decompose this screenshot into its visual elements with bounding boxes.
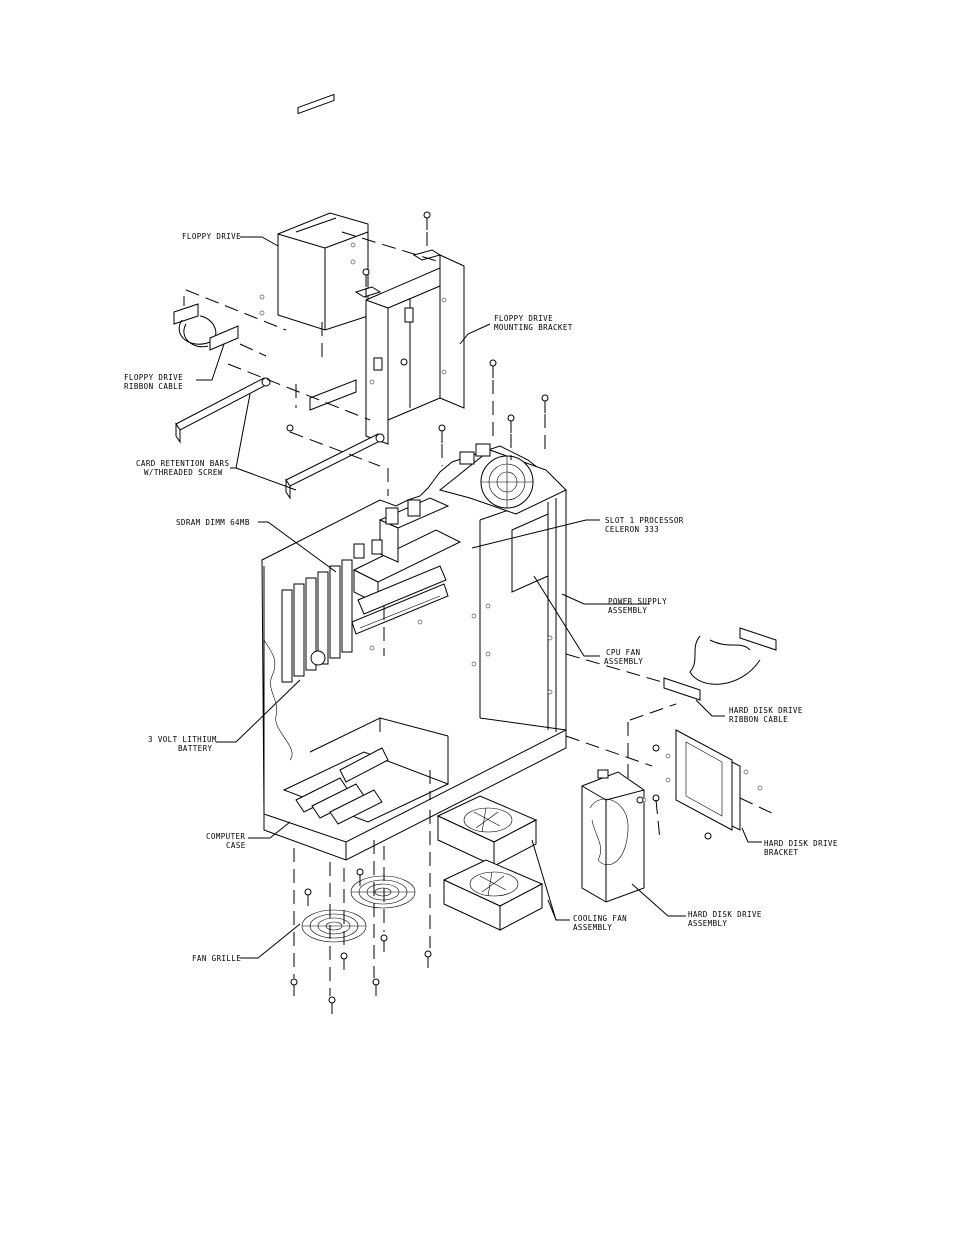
label-battery-line2: BATTERY (178, 744, 212, 753)
cooling-fan-lower (442, 859, 544, 931)
screws-top (362, 211, 549, 443)
label-floppy-cable-line1: FLOPPY DRIVE (124, 373, 183, 382)
label-processor-line2: CELERON 333 (605, 525, 659, 534)
label-hdd-bracket-line1: HARD DISK DRIVE (764, 839, 838, 848)
card-retention-bars (175, 377, 385, 500)
hdd-assembly (581, 769, 647, 903)
label-cooling-fan-line2: ASSEMBLY (573, 923, 612, 932)
label-case-line1: COMPUTER (206, 832, 245, 841)
fan-grille-lower (301, 909, 367, 943)
assembly-lines (185, 231, 779, 996)
hdd-bracket (652, 729, 763, 840)
label-card-bars-line2: W/THREADED SCREW (144, 468, 223, 477)
label-sdram: SDRAM DIMM 64MB (176, 518, 250, 527)
drive-bay (282, 717, 450, 825)
label-floppy-bracket-line1: FLOPPY DRIVE (494, 314, 553, 323)
cooling-fan-upper (436, 795, 538, 867)
lithium-battery (310, 650, 326, 666)
label-card-bars-line1: CARD RETENTION BARS (136, 459, 229, 468)
floppy-mounting-bracket (286, 249, 465, 445)
callout-labels: FLOPPY DRIVE FLOPPY DRIVE MOUNTING BRACK… (124, 232, 838, 963)
power-supply-assembly (438, 443, 567, 593)
label-power-supply-line1: POWER SUPPLY (608, 597, 667, 606)
label-hdd-assembly-line1: HARD DISK DRIVE (688, 910, 762, 919)
label-hdd-cable-line1: HARD DISK DRIVE (729, 706, 803, 715)
label-processor-line1: SLOT 1 PROCESSOR (605, 516, 684, 525)
label-hdd-cable-line2: RIBBON CABLE (729, 715, 788, 724)
processor-and-dimm (351, 497, 462, 651)
label-cooling-fan-line1: COOLING FAN (573, 914, 627, 923)
label-power-supply-line2: ASSEMBLY (608, 606, 647, 615)
leader-lines (196, 236, 762, 959)
fan-grille-upper (350, 875, 416, 909)
computer-case (261, 445, 567, 861)
label-hdd-assembly-line2: ASSEMBLY (688, 919, 727, 928)
floppy-ribbon-cable (173, 296, 239, 351)
label-floppy-cable-line2: RIBBON CABLE (124, 382, 183, 391)
expansion-slots (281, 559, 353, 683)
screws-bottom (290, 868, 432, 1014)
label-floppy-bracket-line2: MOUNTING BRACKET (494, 323, 573, 332)
label-cpu-fan-line1: CPU FAN (606, 648, 640, 657)
floppy-drive (259, 93, 369, 331)
label-hdd-bracket-line2: BRACKET (764, 848, 798, 857)
label-cpu-fan-line2: ASSEMBLY (604, 657, 643, 666)
label-fan-grille: FAN GRILLE (192, 954, 241, 963)
label-floppy-drive: FLOPPY DRIVE (182, 232, 241, 241)
hdd-ribbon-cable (663, 627, 777, 701)
label-battery-line1: 3 VOLT LITHIUM (148, 735, 217, 744)
label-case-line2: CASE (226, 841, 246, 850)
